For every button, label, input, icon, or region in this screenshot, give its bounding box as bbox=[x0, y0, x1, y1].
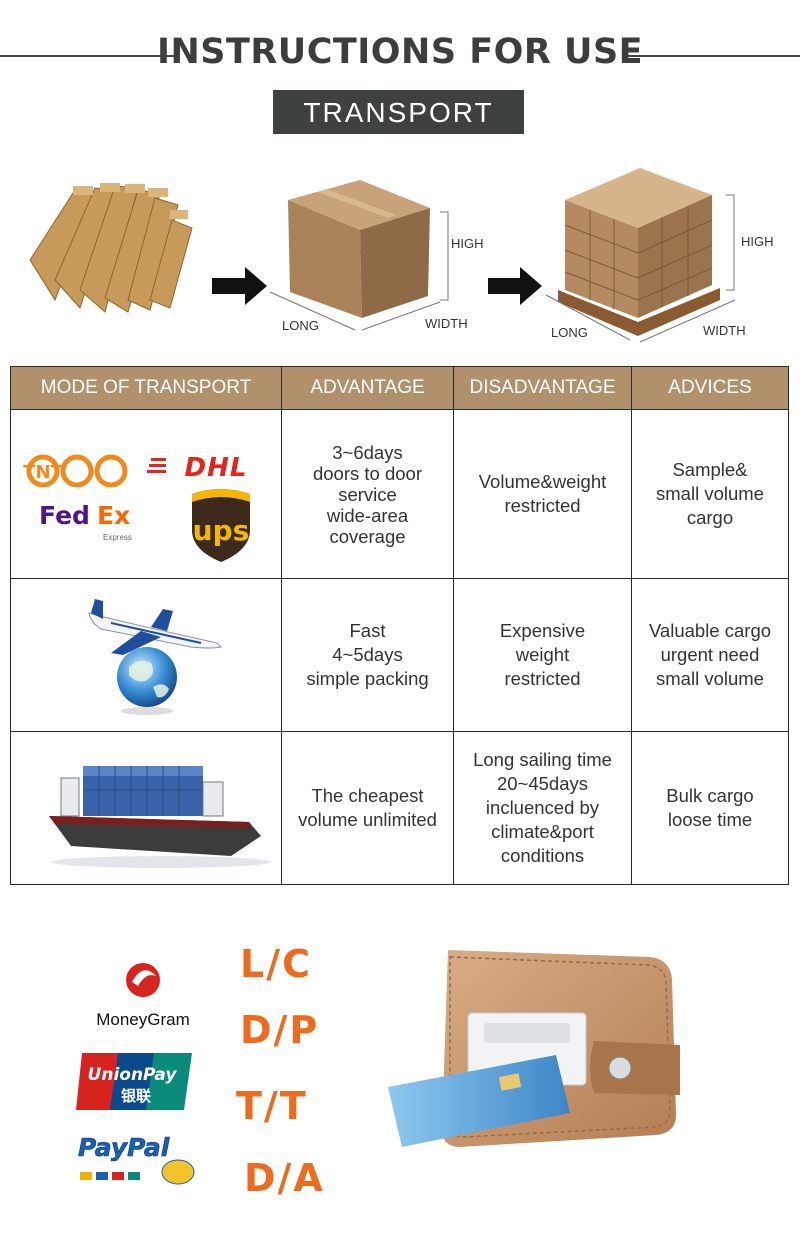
sea-disadvantage-line: Long sailing time bbox=[473, 749, 612, 770]
ups-text: ups bbox=[193, 514, 250, 547]
tnt-text: TNT bbox=[23, 462, 63, 483]
air-image-cell bbox=[10, 578, 282, 732]
express-advantage-line: coverage bbox=[329, 525, 406, 547]
pallet-boxes-icon bbox=[558, 168, 720, 336]
payment-term-da: D/A bbox=[244, 1156, 325, 1200]
unionpay-logo-icon: UnionPay 银联 bbox=[76, 1053, 192, 1110]
sea-advantage-cell: The cheapest volume unlimited bbox=[281, 731, 454, 885]
moneygram-logo-icon: MoneyGram bbox=[96, 963, 190, 1029]
pallet-high-label: HIGH bbox=[741, 234, 774, 249]
air-advantage-line: simple packing bbox=[306, 668, 429, 689]
express-advantage-cell: 3~6days doors to door service wide-area … bbox=[281, 409, 454, 579]
air-disadvantage-cell: Expensive weight restricted bbox=[453, 578, 632, 732]
express-advices-cell: Sample& small volume cargo bbox=[631, 409, 789, 579]
arrow-right-icon bbox=[212, 267, 267, 305]
airplane-globe-icon bbox=[88, 599, 223, 715]
sea-advantage-line: volume unlimited bbox=[298, 809, 437, 830]
payment-logos: MoneyGram UnionPay 银联 PayPal bbox=[76, 963, 195, 1185]
box-high-label: HIGH bbox=[451, 236, 484, 251]
moneygram-text: MoneyGram bbox=[96, 1010, 190, 1029]
air-advantage-cell: Fast 4~5days simple packing bbox=[281, 578, 454, 732]
sea-advices-line: loose time bbox=[667, 809, 753, 830]
sea-image-cell bbox=[10, 731, 282, 885]
express-advantage-line: 3~6days bbox=[332, 441, 403, 463]
header-advices: ADVICES bbox=[631, 366, 789, 410]
dhl-logo-icon: DHL bbox=[147, 453, 248, 483]
express-advantage-line: service bbox=[338, 483, 397, 505]
air-disadvantage-line: Expensive bbox=[499, 620, 586, 641]
air-advantage-line: Fast bbox=[349, 620, 386, 641]
fedex-ex-text: Ex bbox=[97, 501, 130, 530]
header-advantage: ADVANTAGE bbox=[281, 366, 454, 410]
table-row-sea: The cheapest volume unlimited Long saili… bbox=[10, 731, 789, 885]
cardboard-strips-icon bbox=[29, 183, 193, 313]
pallet-width-label: WIDTH bbox=[703, 323, 746, 338]
express-disadvantage-cell: Volume&weight restricted bbox=[453, 409, 632, 579]
air-advices-line: urgent need bbox=[660, 644, 760, 665]
sea-disadvantage-line: incluenced by bbox=[485, 797, 600, 818]
air-advantage-line: 4~5days bbox=[332, 644, 403, 665]
sea-advices-cell: Bulk cargo loose time bbox=[631, 731, 789, 885]
cardboard-box-icon bbox=[288, 180, 430, 318]
tnt-logo-icon: TNT bbox=[23, 454, 128, 488]
sea-disadvantage-line: climate&port bbox=[491, 821, 594, 842]
table-header-row: MODE OF TRANSPORT ADVANTAGE DISADVANTAGE… bbox=[10, 366, 789, 410]
fedex-express-text: Express bbox=[103, 533, 132, 542]
sea-disadvantage-cell: Long sailing time 20~45days incluenced b… bbox=[453, 731, 632, 885]
transport-table: MODE OF TRANSPORT ADVANTAGE DISADVANTAGE… bbox=[10, 366, 789, 885]
unionpay-text: UnionPay bbox=[88, 1065, 178, 1085]
airplane-icon bbox=[88, 599, 223, 655]
sea-advices-line: Bulk cargo bbox=[666, 785, 754, 806]
air-advices-line: Valuable cargo bbox=[648, 620, 772, 641]
payment-term-dp: D/P bbox=[240, 1008, 320, 1052]
ups-logo-icon: ups bbox=[192, 489, 250, 562]
table-row-air: Fast 4~5days simple packing Expensive we… bbox=[10, 578, 789, 732]
express-logos-cell: TNT DHL Fed Ex bbox=[10, 409, 282, 579]
express-advantage-line: wide-area bbox=[326, 504, 409, 526]
table-row-express: TNT DHL Fed Ex bbox=[10, 409, 789, 579]
fedex-fed-text: Fed bbox=[39, 501, 90, 530]
payment-term-tt: T/T bbox=[236, 1084, 308, 1128]
express-advices-line: cargo bbox=[686, 507, 734, 528]
express-logos: TNT DHL Fed Ex bbox=[23, 453, 250, 562]
header-disadvantage: DISADVANTAGE bbox=[453, 366, 632, 410]
cargo-ship-icon bbox=[49, 766, 271, 868]
express-advantage-line: doors to door bbox=[312, 462, 422, 484]
air-disadvantage-line: restricted bbox=[504, 668, 581, 689]
express-advices-line: small volume bbox=[656, 483, 764, 504]
air-disadvantage-line: weight bbox=[515, 644, 570, 665]
box-width-label: WIDTH bbox=[425, 316, 468, 331]
paypal-logo-icon: PayPal bbox=[78, 1133, 195, 1185]
packaging-illustration bbox=[29, 168, 736, 343]
box-long-label: LONG bbox=[282, 318, 319, 333]
express-disadvantage-line: restricted bbox=[504, 495, 581, 516]
wallet-card-icon bbox=[388, 950, 680, 1147]
title-rule-left bbox=[0, 55, 175, 57]
page-title: INSTRUCTIONS FOR USE bbox=[156, 32, 644, 72]
unionpay-cn-text: 银联 bbox=[121, 1087, 152, 1105]
paypal-text: PayPal bbox=[78, 1133, 170, 1162]
air-advices-cell: Valuable cargo urgent need small volume bbox=[631, 578, 789, 732]
fedex-logo-icon: Fed Ex Express bbox=[39, 501, 132, 542]
sea-advantage-line: The cheapest bbox=[311, 785, 424, 806]
section-badge-transport: TRANSPORT bbox=[273, 90, 524, 134]
arrow-right-icon bbox=[488, 267, 542, 305]
express-advices-line: Sample& bbox=[672, 459, 748, 480]
title-rule-right bbox=[627, 55, 800, 57]
sea-disadvantage-line: 20~45days bbox=[496, 773, 589, 794]
sea-disadvantage-line: conditions bbox=[500, 845, 585, 866]
express-disadvantage-line: Volume&weight bbox=[478, 471, 607, 492]
dhl-text: DHL bbox=[185, 453, 248, 483]
header-mode: MODE OF TRANSPORT bbox=[10, 366, 282, 410]
air-advices-line: small volume bbox=[656, 668, 764, 689]
pallet-long-label: LONG bbox=[551, 325, 588, 340]
payment-term-lc: L/C bbox=[240, 942, 312, 986]
